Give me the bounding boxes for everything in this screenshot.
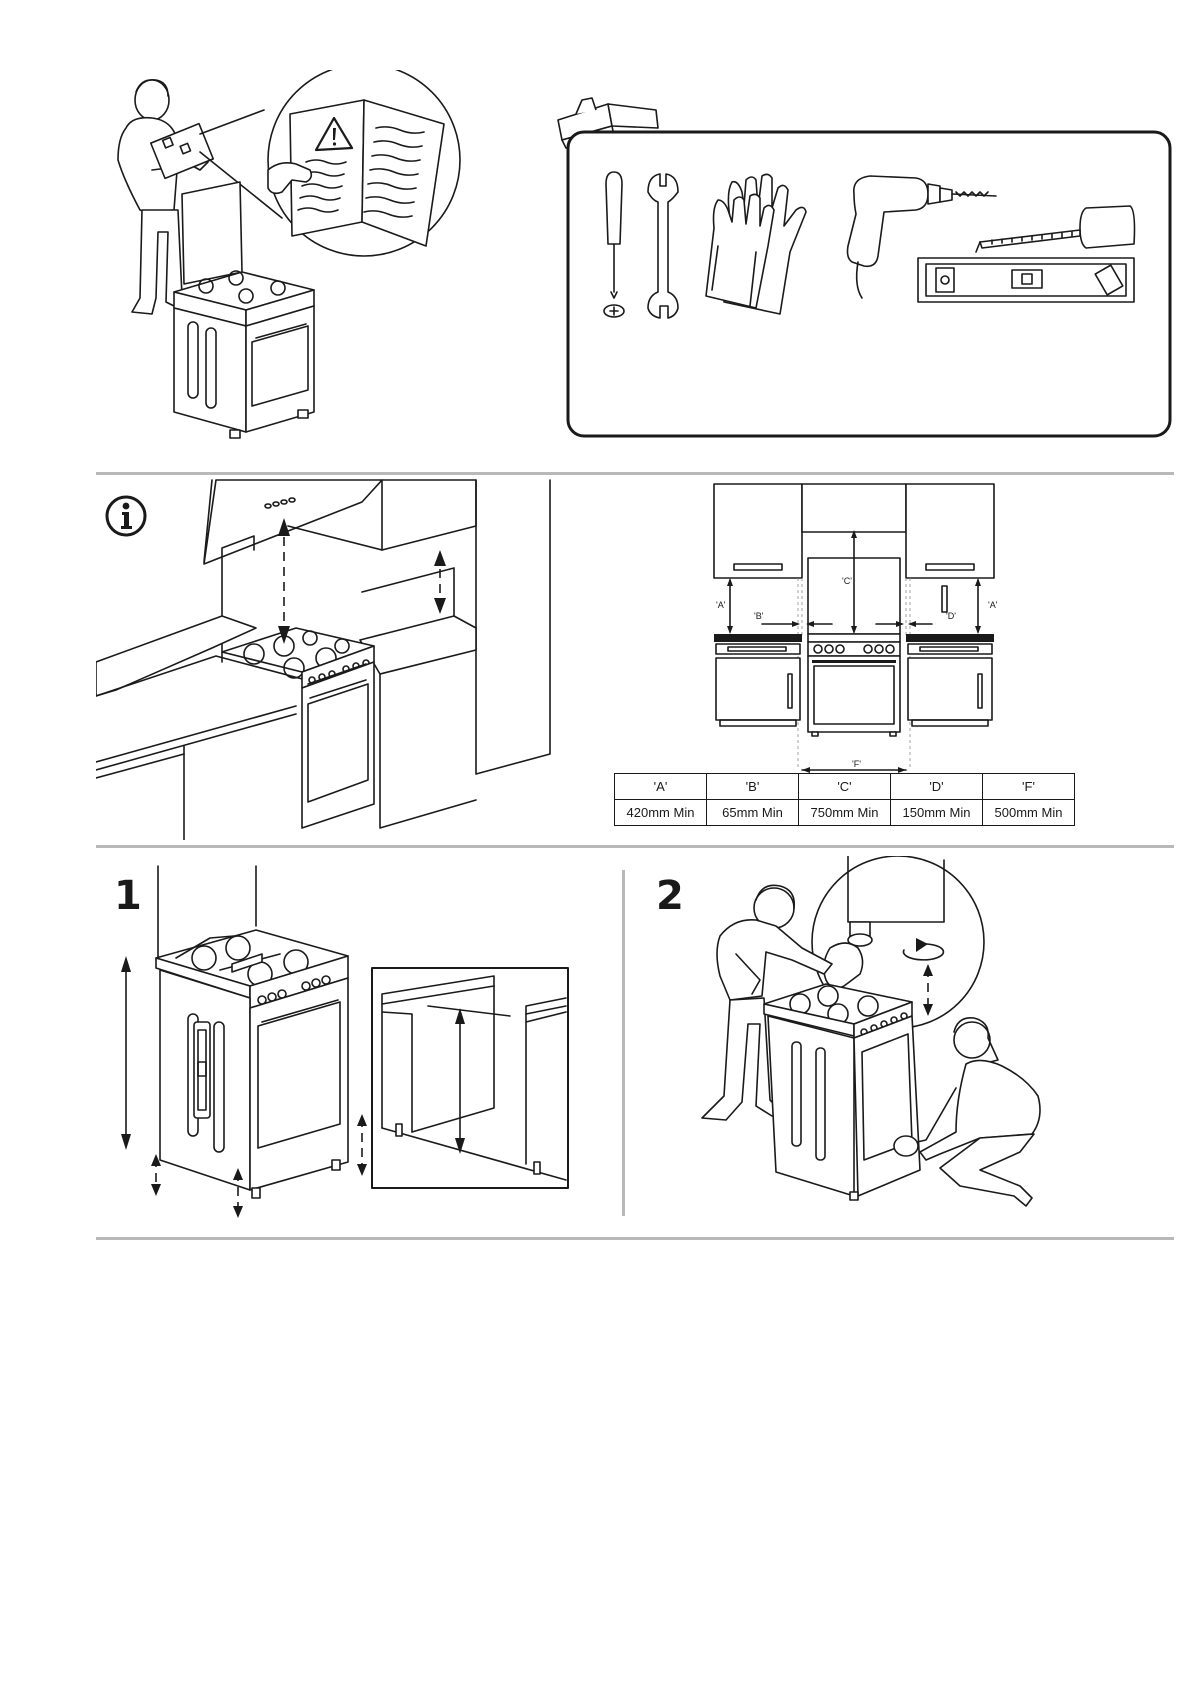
- step-1-levelling-illustration: [110, 862, 572, 1222]
- step-separator: [622, 870, 625, 1216]
- table-header-cell: 'F': [983, 774, 1075, 800]
- table-header-row: 'A' 'B' 'C' 'D' 'F': [615, 774, 1075, 800]
- worktop-height-inset: [372, 968, 568, 1188]
- table-cell: 750mm Min: [799, 800, 891, 826]
- table-cell: 65mm Min: [707, 800, 799, 826]
- spirit-level-icon: [918, 258, 1134, 302]
- table-header-cell: 'A': [615, 774, 707, 800]
- clearance-dimensions-table: 'A' 'B' 'C' 'D' 'F' 420mm Min 65mm Min 7…: [614, 773, 1075, 826]
- label-b: 'B': [754, 611, 763, 621]
- cooker-being-positioned: [764, 984, 920, 1200]
- dimension-a-left-arrow: [727, 578, 733, 634]
- dimension-b-arrow: [762, 621, 832, 627]
- section-divider-middle: [96, 845, 1174, 848]
- label-a-left: 'A': [716, 600, 725, 610]
- required-tools-panel: [556, 96, 1172, 446]
- table-row: 420mm Min 65mm Min 750mm Min 150mm Min 5…: [615, 800, 1075, 826]
- label-c: 'C': [842, 576, 852, 586]
- table-header-cell: 'D': [891, 774, 983, 800]
- dimension-d-arrow: [876, 621, 932, 627]
- dimension-a-right-arrow: [975, 578, 981, 634]
- clearance-front-elevation: [612, 480, 1012, 774]
- clearance-perspective-illustration: [96, 478, 552, 840]
- table-cell: 150mm Min: [891, 800, 983, 826]
- table-cell: 500mm Min: [983, 800, 1075, 826]
- table-header-cell: 'C': [799, 774, 891, 800]
- step-2-positioning-illustration: [680, 856, 1112, 1230]
- label-a-right: 'A': [988, 600, 997, 610]
- table-header-cell: 'B': [707, 774, 799, 800]
- clearance-arrow-above-cooker: [278, 518, 290, 644]
- section-divider-top: [96, 472, 1174, 475]
- table-cell: 420mm Min: [615, 800, 707, 826]
- clearance-arrow-side-cabinet: [434, 550, 446, 614]
- section-divider-bottom: [96, 1237, 1174, 1240]
- label-f: 'F': [852, 759, 861, 769]
- label-d: 'D': [946, 611, 956, 621]
- read-manual-illustration: [96, 70, 486, 450]
